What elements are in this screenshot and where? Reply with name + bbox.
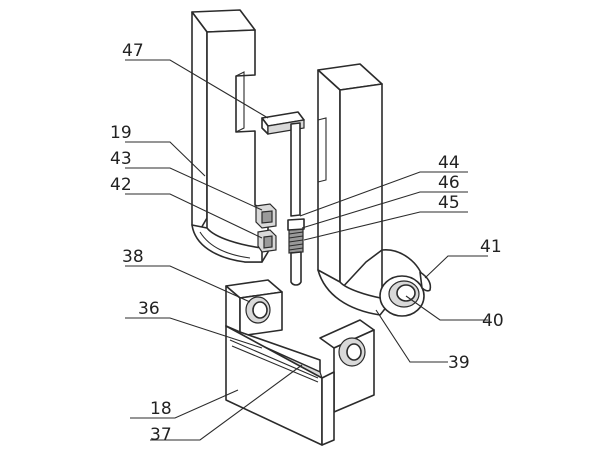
label-37: 37	[150, 425, 172, 445]
pin-assembly	[261, 111, 305, 286]
label-41: 41	[480, 237, 502, 257]
label-36: 36	[138, 299, 160, 319]
label-38: 38	[122, 247, 144, 267]
label-39: 39	[448, 353, 470, 373]
label-45: 45	[438, 193, 460, 213]
part-labels: 47 19 43 42 44 46 45 41 38 40 36 39 18 3…	[110, 41, 504, 445]
label-44: 44	[438, 153, 460, 173]
label-18: 18	[150, 399, 172, 419]
label-42: 42	[110, 175, 132, 195]
label-19: 19	[110, 123, 132, 143]
leader-lines	[125, 59, 488, 441]
label-46: 46	[438, 173, 460, 193]
label-47: 47	[122, 41, 144, 61]
right-jaw-part	[317, 63, 432, 317]
left-jaw-part	[191, 9, 277, 263]
label-43: 43	[110, 149, 132, 169]
label-40: 40	[482, 311, 504, 331]
